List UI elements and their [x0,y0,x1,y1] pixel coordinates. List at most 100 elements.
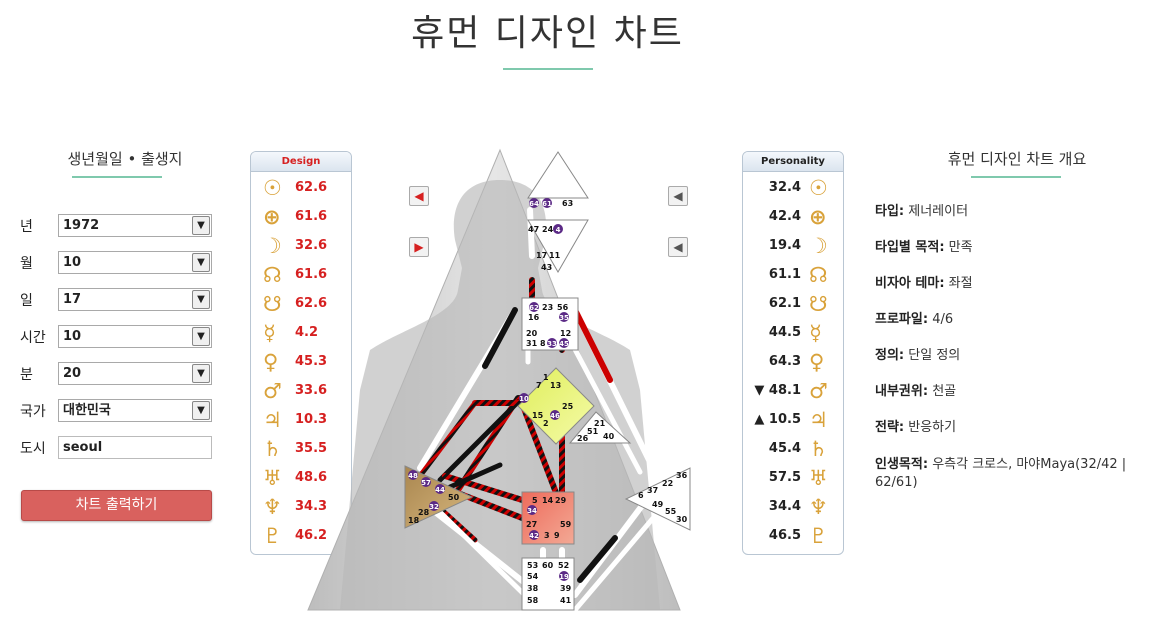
gate-number: 50 [448,493,460,502]
gate-number: 15 [532,411,544,420]
personality-row: ▼ 48.1♂ [754,379,828,403]
saturn-icon: ♄ [809,437,828,461]
gate-number: 36 [676,471,688,480]
gate-number: 57 [421,479,431,487]
pluto-icon: ♇ [263,524,282,548]
summary-authority: 내부권위: 천골 [875,384,957,399]
personality-row: 44.5☿ [768,321,822,345]
design-row: ☽32.6 [263,234,328,258]
arrow-left-icon[interactable]: ◀ [668,186,688,206]
summary-incarnation-cross: 인생목적: 우측각 크로스, 마야Maya(32/42 | 62/61) [875,457,1127,490]
bodygraph-chart: 64 61 63 47 24 4 17 11 43 62 23 56 16 35… [307,148,691,613]
design-row: ♀45.3 [263,350,328,374]
hour-label: 시간 [20,330,46,346]
earth-icon: ⊕ [809,205,827,229]
gate-marker [527,505,537,515]
summary-not-self-theme: 비자아 테마: 좌절 [875,276,973,291]
gate-number: 55 [665,507,677,516]
design-row: ♂33.6 [263,379,328,403]
personality-row: 42.4⊕ [768,205,827,229]
gate-number: 31 [526,339,538,348]
south-node-icon: ☋ [263,292,282,316]
arrow-left-icon[interactable]: ◀ [409,186,429,206]
day-label: 일 [20,293,33,309]
gate-number: 40 [603,432,615,441]
design-row: ☿4.2 [263,321,319,345]
gate-marker [421,477,431,487]
country-select[interactable]: 대한민국▼ [58,399,212,422]
gate-number: 7 [536,381,542,390]
root-center [521,557,575,611]
jupiter-icon: ♃ [263,408,282,432]
birth-form-heading: 생년월일 • 출생지 [67,150,183,168]
neptune-icon: ♆ [263,495,282,519]
sun-icon: ☉ [809,176,828,200]
personality-row: 61.1☊ [768,263,828,287]
minute-select[interactable]: 20▼ [58,362,212,385]
design-row: ☋62.6 [263,292,328,316]
gate-number: 43 [541,263,552,272]
chevron-down-icon: ▼ [192,290,210,309]
gate-number: 8 [540,339,546,348]
arrow-left-icon[interactable]: ◀ [668,237,688,257]
month-select[interactable]: 10▼ [58,251,212,274]
gate-number: 61 [542,200,552,208]
design-header: Design [251,152,351,172]
gate-marker [559,338,569,348]
mars-icon: ♂ [263,379,282,403]
jupiter-icon: ♃ [809,408,828,432]
gate-number: 5 [532,496,538,505]
gate-number: 34 [527,507,537,515]
gate-number: 10 [519,395,529,403]
gate-marker [408,470,418,480]
gate-number: 64 [529,200,539,208]
saturn-icon: ♄ [263,437,282,461]
gate-number: 11 [549,251,561,260]
month-label: 월 [20,256,33,272]
personality-row: 32.4☉ [768,176,828,200]
personality-row: 57.5♅ [768,466,828,490]
personality-row: 46.5♇ [768,524,828,548]
gate-number: 17 [536,251,547,260]
hour-select[interactable]: 10▼ [58,325,212,348]
arrow-right-icon[interactable]: ▶ [409,237,429,257]
design-row: ☊61.6 [263,263,328,287]
chevron-down-icon: ▼ [192,216,210,235]
title-underline [503,68,593,70]
gate-number: 24 [542,225,554,234]
design-row: ♄35.5 [263,437,328,461]
gate-number: 6 [638,491,644,500]
gate-number: 49 [652,500,664,509]
year-select[interactable]: 1972▼ [58,214,212,237]
chevron-down-icon: ▼ [192,327,210,346]
print-chart-button[interactable]: 차트 출력하기 [21,490,212,521]
gate-marker [550,410,560,420]
gate-marker [542,198,552,208]
north-node-icon: ☊ [809,263,828,287]
gate-number: 33 [547,340,557,348]
gate-marker [559,571,569,581]
chevron-down-icon: ▼ [192,253,210,272]
gate-number: 59 [560,520,572,529]
gate-number: 14 [542,496,554,505]
gate-number: 12 [560,329,571,338]
gate-number: 2 [543,419,549,428]
city-input[interactable]: seoul [58,436,212,459]
neptune-icon: ♆ [809,495,828,519]
solar-plexus-center [624,467,691,531]
gate-number: 29 [555,496,567,505]
design-column: Design ☉62.6 ⊕61.6 ☽32.6 ☊61.6 ☋62.6 ☿4.… [250,151,352,555]
country-label: 국가 [20,404,46,420]
birth-form-heading-underline [72,176,162,178]
gate-number: 48 [408,472,418,480]
summary-type-purpose: 타입별 목적: 만족 [875,240,973,255]
ajna-center [527,219,589,274]
gate-number: 27 [526,520,537,529]
design-row: ☉62.6 [263,176,328,200]
gate-number: 60 [542,561,554,570]
day-select[interactable]: 17▼ [58,288,212,311]
gate-number: 53 [527,561,538,570]
year-label: 년 [20,219,33,235]
gate-marker [529,302,539,312]
design-row: ♅48.6 [263,466,328,490]
